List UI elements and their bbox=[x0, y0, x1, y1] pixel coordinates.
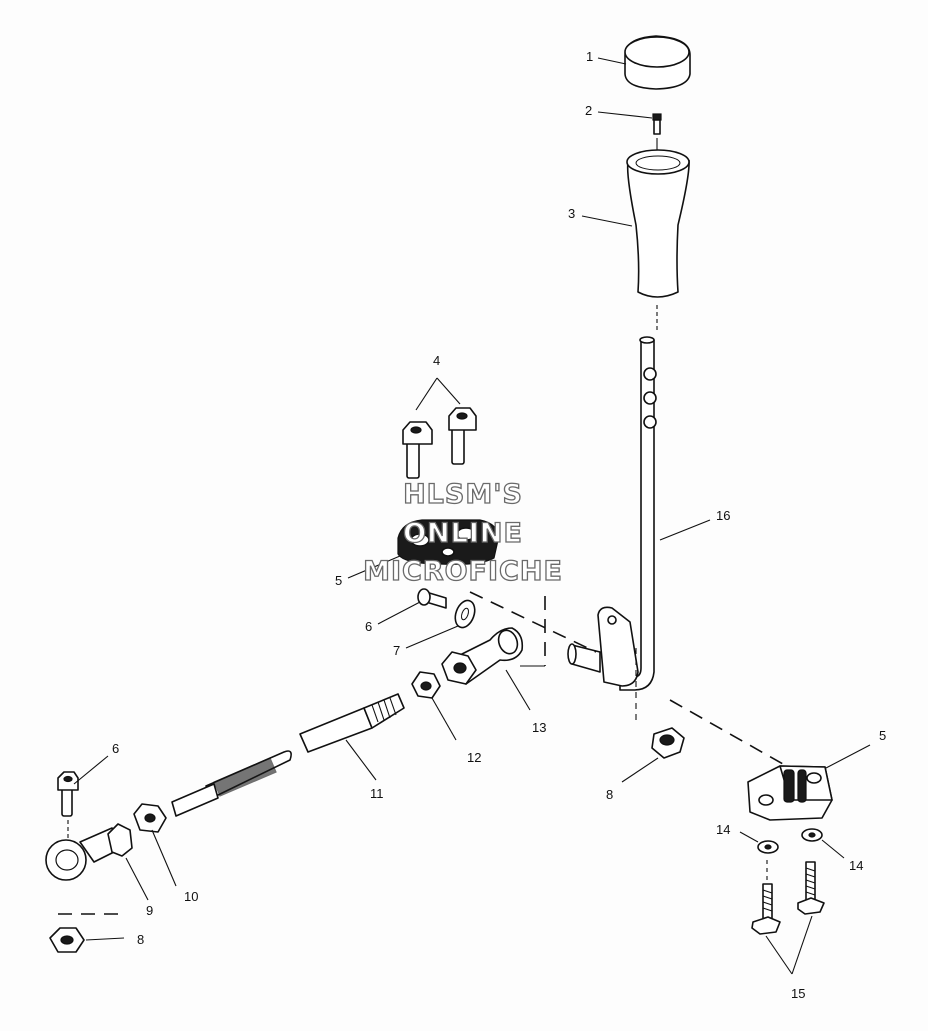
callout-9: 9 bbox=[146, 903, 153, 918]
screw-left bbox=[751, 860, 781, 935]
flat-washer bbox=[454, 599, 476, 629]
washer-right bbox=[801, 828, 823, 842]
callout-14-left: 14 bbox=[716, 822, 730, 837]
callout-2: 2 bbox=[585, 103, 592, 118]
callout-8-left: 8 bbox=[137, 932, 144, 947]
callout-5-lower: 5 bbox=[879, 728, 886, 743]
watermark-line-3: MICROFICHE bbox=[363, 556, 563, 587]
callout-6-bolt: 6 bbox=[112, 741, 119, 756]
callout-3: 3 bbox=[568, 206, 575, 221]
watermark-line-2: ONLINE bbox=[403, 518, 523, 549]
jam-nut bbox=[411, 671, 441, 699]
bolt-pair bbox=[402, 407, 477, 479]
callout-16: 16 bbox=[716, 508, 730, 523]
callout-12: 12 bbox=[467, 750, 481, 765]
cable-end bbox=[171, 693, 405, 817]
bracket-upper bbox=[397, 519, 499, 565]
callout-6-pin: 6 bbox=[365, 619, 372, 634]
callout-1: 1 bbox=[586, 49, 593, 64]
jam-nut-lower bbox=[133, 803, 167, 833]
callout-15: 15 bbox=[791, 986, 805, 1001]
callout-8-right: 8 bbox=[606, 787, 613, 802]
screw-right bbox=[797, 861, 825, 915]
set-screw bbox=[652, 113, 662, 150]
callout-7: 7 bbox=[393, 643, 400, 658]
callout-11: 11 bbox=[370, 786, 384, 801]
callout-13: 13 bbox=[532, 720, 546, 735]
shift-lever bbox=[567, 336, 657, 691]
ball-joint bbox=[45, 823, 133, 881]
grip-sleeve bbox=[626, 149, 690, 330]
lever-nut bbox=[635, 648, 685, 759]
bracket-lower bbox=[747, 765, 833, 821]
rod-end bbox=[441, 627, 524, 685]
washer-left bbox=[757, 840, 779, 854]
bolt-lower bbox=[57, 771, 79, 840]
callout-5-upper: 5 bbox=[335, 573, 342, 588]
callout-14-right: 14 bbox=[849, 858, 863, 873]
clevis-pin bbox=[417, 588, 447, 609]
nut-lower bbox=[49, 913, 120, 953]
knob-cap bbox=[624, 35, 691, 90]
watermark-line-1: HLSM'S bbox=[403, 479, 523, 510]
callout-4: 4 bbox=[433, 353, 440, 368]
callout-10: 10 bbox=[184, 889, 198, 904]
